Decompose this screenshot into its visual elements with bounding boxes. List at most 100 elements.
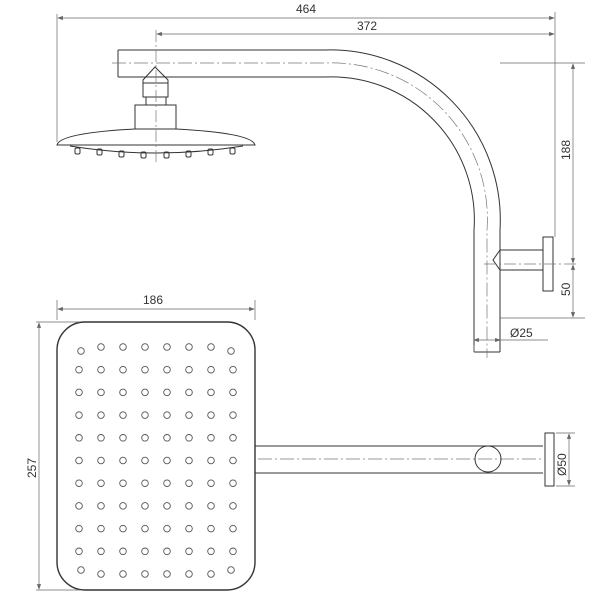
nozzle <box>229 502 237 510</box>
nozzle <box>119 570 127 578</box>
nozzle <box>75 547 83 556</box>
dim-arm-diameter: Ø25 <box>510 326 533 340</box>
nozzle <box>75 388 83 397</box>
nozzle <box>75 365 83 374</box>
dim-flange-diameter: Ø50 <box>555 453 569 476</box>
nozzle <box>163 365 171 374</box>
nozzle <box>207 456 215 465</box>
nozzle <box>227 566 235 574</box>
nozzle <box>97 411 105 419</box>
nozzle <box>141 570 149 578</box>
nozzle-grid <box>75 343 237 578</box>
nozzle <box>119 411 127 419</box>
nozzle <box>97 524 105 533</box>
nozzle <box>141 411 149 419</box>
nozzle <box>97 570 105 578</box>
nozzle <box>185 434 193 442</box>
nozzle <box>119 524 127 533</box>
nozzle <box>141 524 149 533</box>
nozzle <box>75 479 83 487</box>
nozzles-profile <box>74 147 236 159</box>
nozzle <box>119 502 127 510</box>
nozzle <box>163 343 171 351</box>
nozzle <box>207 343 215 351</box>
nozzle <box>119 365 127 374</box>
dim-arm-height: 188 <box>559 140 573 160</box>
nozzle <box>75 524 83 533</box>
nozzle <box>141 502 149 510</box>
nozzle <box>229 388 237 397</box>
nozzle <box>141 343 149 351</box>
nozzle <box>185 365 193 374</box>
nozzle <box>229 479 237 487</box>
nozzle <box>207 479 215 487</box>
shower-arm-plan <box>255 432 555 487</box>
nozzle <box>207 365 215 374</box>
nozzle <box>75 502 83 510</box>
nozzle <box>163 570 171 578</box>
nozzle <box>185 570 193 578</box>
nozzle <box>229 411 237 419</box>
nozzle <box>141 479 149 487</box>
shower-head-profile <box>56 30 256 165</box>
nozzle <box>185 547 193 556</box>
nozzle <box>207 524 215 533</box>
nozzle <box>207 547 215 556</box>
side-dimensions <box>56 12 585 352</box>
dim-wall-flange-offset: 50 <box>559 282 573 296</box>
nozzle <box>207 570 215 578</box>
dim-arm-centre-projection: 372 <box>357 19 377 33</box>
nozzle <box>141 365 149 374</box>
side-view <box>56 30 578 358</box>
nozzle <box>185 388 193 397</box>
nozzle <box>163 388 171 397</box>
nozzle <box>229 456 237 465</box>
nozzle <box>163 411 171 419</box>
plan-view <box>56 321 555 591</box>
shower-arm <box>112 49 501 358</box>
nozzle <box>207 434 215 442</box>
nozzle <box>75 456 83 465</box>
nozzle <box>141 434 149 442</box>
nozzle <box>97 365 105 374</box>
nozzle <box>229 524 237 533</box>
nozzle <box>97 479 105 487</box>
nozzle <box>163 524 171 533</box>
nozzle <box>163 502 171 510</box>
nozzle <box>141 388 149 397</box>
dim-head-width: 186 <box>143 293 163 307</box>
nozzle <box>185 524 193 533</box>
dim-overall-projection: 464 <box>296 2 316 16</box>
nozzle <box>75 434 83 442</box>
nozzle <box>141 547 149 556</box>
shower-head-plan <box>56 321 256 591</box>
nozzle <box>185 456 193 465</box>
nozzle <box>185 502 193 510</box>
nozzle <box>97 547 105 556</box>
nozzle <box>119 343 127 351</box>
nozzle <box>207 411 215 419</box>
nozzle <box>229 434 237 442</box>
nozzle <box>185 343 193 351</box>
nozzle <box>163 547 171 556</box>
nozzle <box>163 479 171 487</box>
nozzle <box>141 456 149 465</box>
nozzle <box>227 347 235 355</box>
wall-outlet <box>484 236 578 292</box>
nozzle <box>119 456 127 465</box>
nozzle <box>77 566 85 574</box>
nozzle <box>207 502 215 510</box>
nozzle <box>207 388 215 397</box>
nozzle <box>97 388 105 397</box>
nozzle <box>97 434 105 442</box>
nozzle <box>75 411 83 419</box>
nozzle <box>97 502 105 510</box>
nozzle <box>163 434 171 442</box>
nozzle <box>77 347 85 355</box>
nozzle <box>119 479 127 487</box>
nozzle <box>229 547 237 556</box>
nozzle <box>185 479 193 487</box>
nozzle <box>97 343 105 351</box>
nozzle <box>163 456 171 465</box>
